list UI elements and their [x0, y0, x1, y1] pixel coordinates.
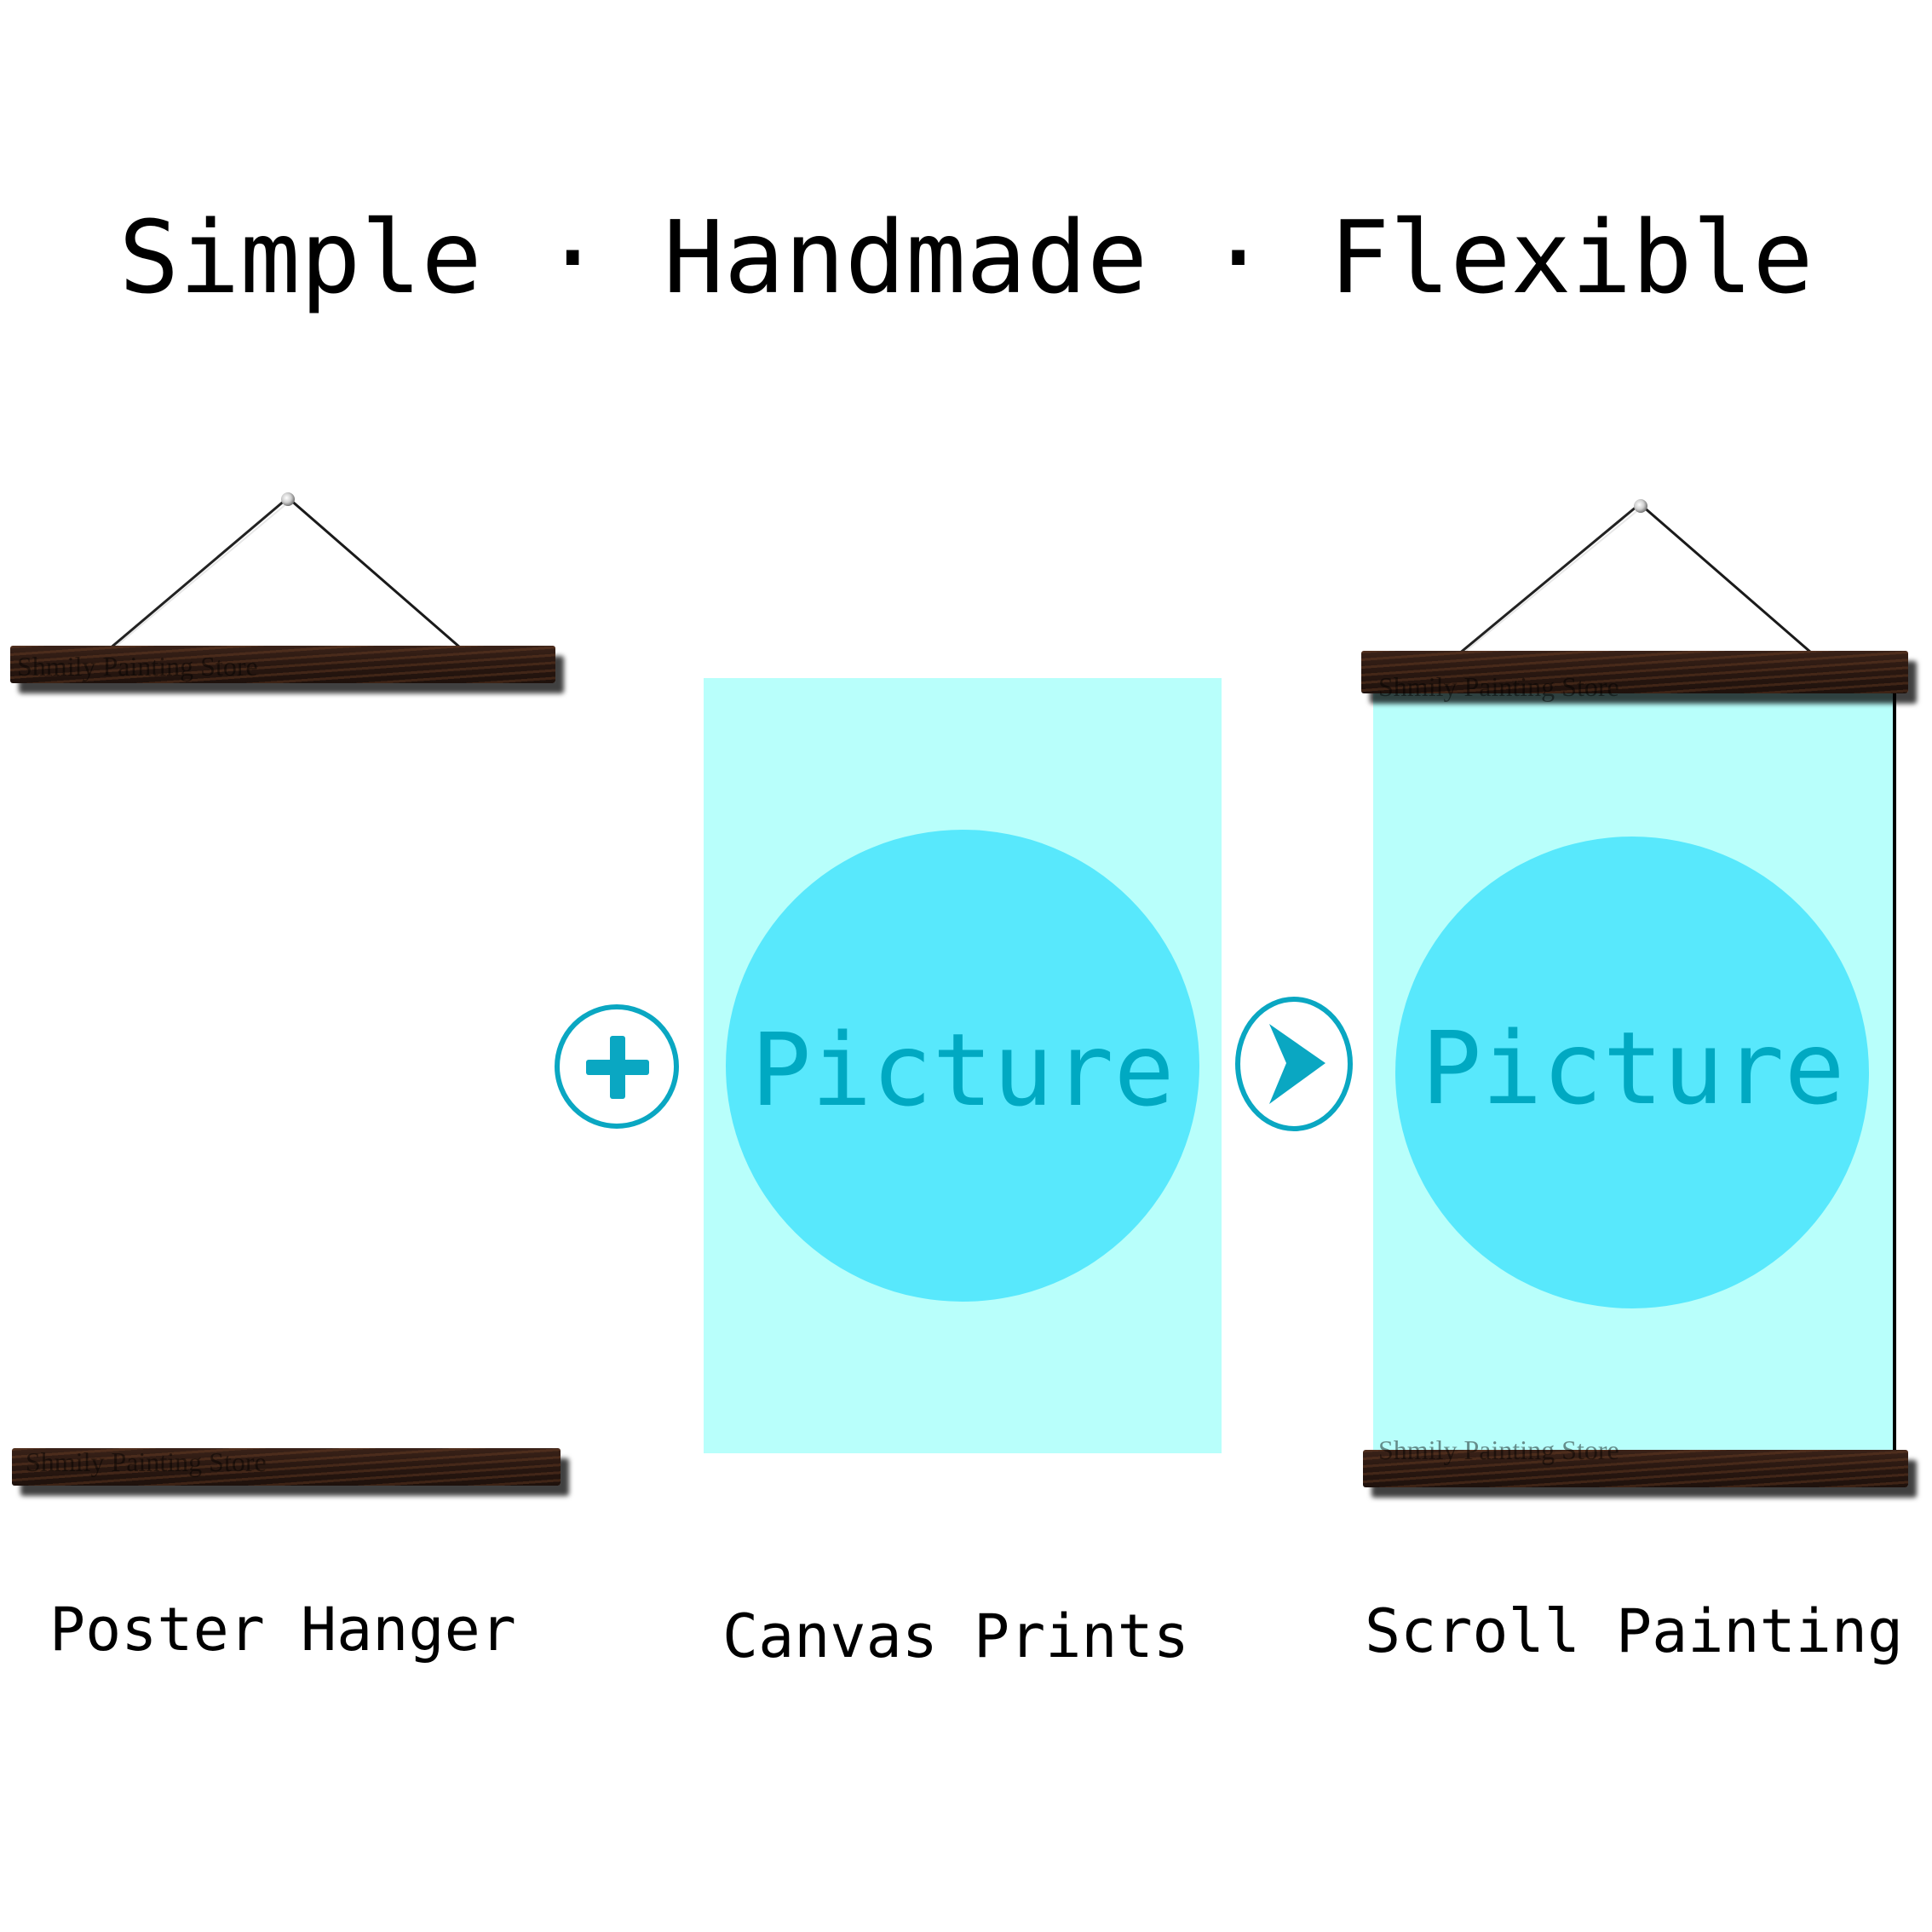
scroll-painting-bottom-bar — [1363, 1450, 1908, 1487]
scroll-painting-picture-label: Picture — [1421, 1009, 1845, 1127]
scroll-painting-top-watermark: Shmily Painting Store — [1378, 671, 1619, 702]
poster-hanger-top-watermark: Shmily Painting Store — [17, 651, 258, 681]
poster-hanger-bottom-bar — [12, 1448, 561, 1486]
headline: Simple · Handmade · Flexible — [118, 198, 1814, 316]
scroll-painting-bottom-watermark: Shmily Painting Store — [1378, 1435, 1619, 1465]
canvas-print-circle — [726, 830, 1199, 1302]
left-wire-left-strand-highlight — [112, 502, 289, 650]
arrow-right-circle-icon — [1233, 995, 1354, 1133]
left-wire-left-strand — [108, 497, 287, 651]
caption-scroll-painting: Scroll Painting — [1365, 1596, 1904, 1666]
poster-hanger-bottom-watermark: Shmily Painting Store — [26, 1446, 267, 1477]
caption-poster-hanger: Poster Hanger — [49, 1595, 516, 1665]
right-nail — [1634, 499, 1647, 513]
scroll-painting-canvas — [1373, 681, 1893, 1457]
right-wire-left-strand-highlight — [1461, 509, 1640, 655]
canvas-print — [704, 678, 1222, 1453]
scroll-painting-circle — [1395, 837, 1869, 1308]
right-wire-left-strand — [1458, 504, 1638, 656]
scroll-painting-top-bar — [1361, 651, 1908, 693]
canvas-print-picture-label: Picture — [750, 1011, 1175, 1129]
right-wire-right-strand — [1642, 504, 1812, 654]
plus-circle-icon — [552, 1002, 681, 1131]
left-wire-right-strand — [289, 497, 461, 649]
caption-canvas-prints: Canvas Prints — [722, 1601, 1189, 1671]
left-nail — [281, 492, 295, 506]
poster-hanger-top-bar — [10, 646, 555, 683]
scroll-painting-shadow-edge — [1891, 690, 1896, 1457]
